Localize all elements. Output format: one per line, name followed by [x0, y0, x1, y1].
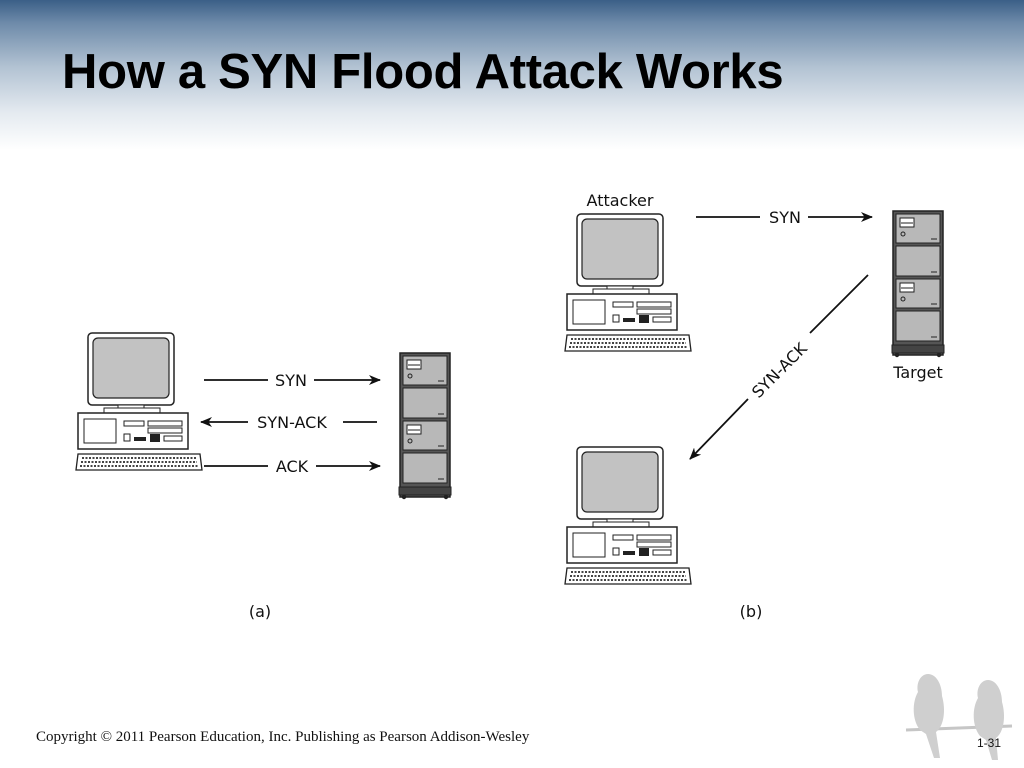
server-a — [398, 352, 452, 500]
synack-label-b: SYN-ACK — [748, 339, 811, 402]
target-server — [891, 210, 945, 358]
slide-header-band — [0, 0, 1024, 150]
caption-a: (a) — [249, 602, 271, 621]
attacker-computer — [564, 213, 692, 352]
slide-title: How a SYN Flood Attack Works — [62, 45, 784, 99]
attacker-label: Attacker — [587, 191, 654, 210]
ack-label-a: ACK — [276, 457, 309, 476]
synack-arrow-b — [689, 398, 749, 460]
spoofed-computer — [564, 446, 692, 585]
syn-label-b: SYN — [769, 208, 801, 227]
target-label: Target — [892, 363, 943, 382]
syn-label-a: SYN — [275, 371, 307, 390]
page-number: 1-31 — [977, 736, 1002, 750]
diagram-b: Attacker Target SYN SYN-ACK (b) — [564, 191, 945, 621]
synack-label-a: SYN-ACK — [257, 413, 327, 432]
client-computer-a — [75, 332, 203, 471]
diagram-a: SYN SYN-ACK ACK (a) — [75, 332, 452, 621]
copyright-notice: Copyright © 2011 Pearson Education, Inc.… — [36, 729, 530, 745]
publisher-birds-logo — [905, 674, 1013, 760]
caption-b: (b) — [740, 602, 763, 621]
synack-arrow-tail-b — [809, 274, 869, 334]
